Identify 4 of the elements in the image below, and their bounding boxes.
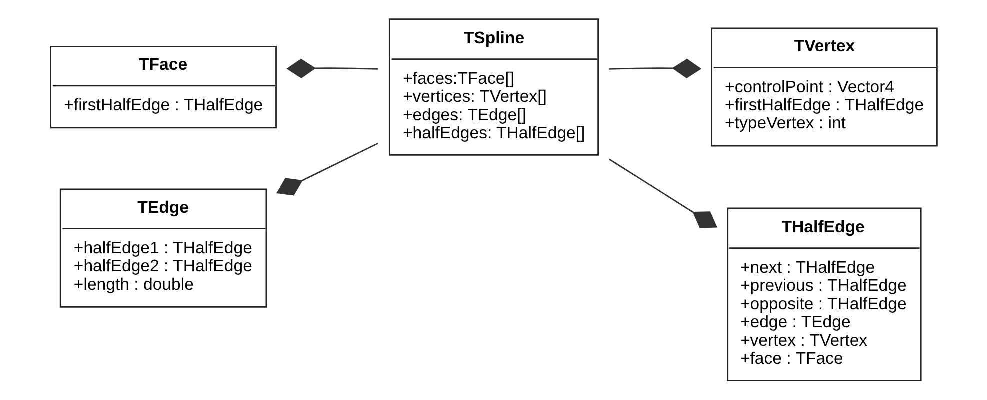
connector (286, 58, 378, 78)
connector (609, 58, 702, 78)
connector (608, 158, 718, 228)
connector (276, 143, 378, 196)
